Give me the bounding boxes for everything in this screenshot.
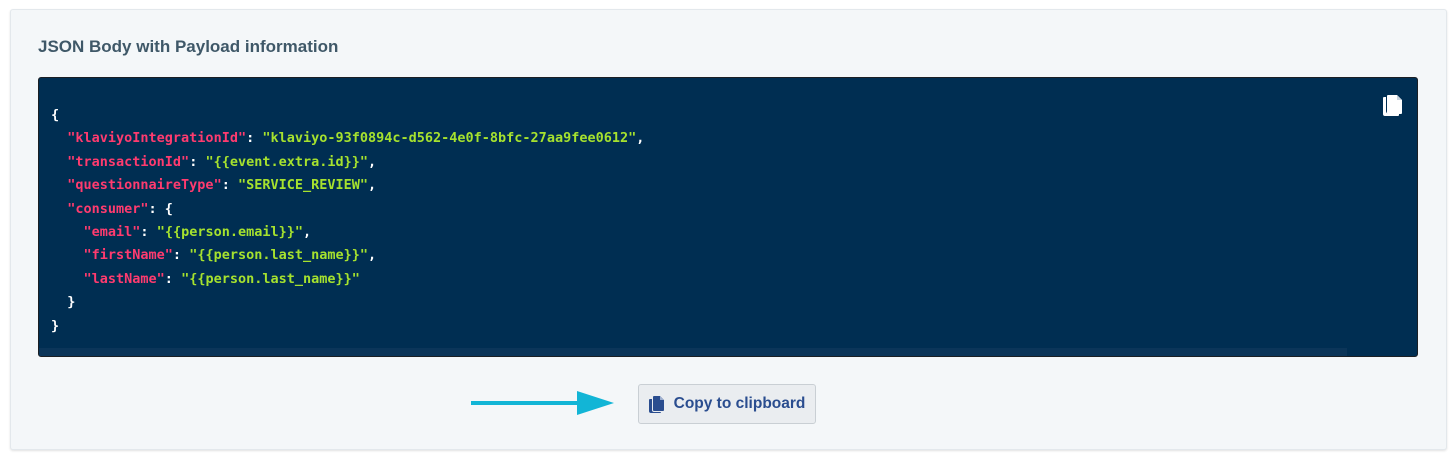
copy-icon [648, 396, 664, 413]
json-key: "lastName" [83, 270, 165, 287]
json-key: "transactionId" [67, 153, 190, 170]
json-value: "klaviyo-93f0894c-d562-4e0f-8bfc-27aa9fe… [262, 130, 637, 147]
payload-panel: JSON Body with Payload information { "kl… [10, 9, 1447, 450]
json-value: "{{event.extra.id}}" [205, 153, 369, 170]
json-key: "firstName" [83, 247, 173, 264]
copy-button-label: Copy to clipboard [673, 395, 806, 412]
copy-icon[interactable] [1381, 92, 1403, 116]
json-key: "email" [83, 224, 141, 241]
json-close-brace: } [51, 317, 60, 334]
json-key: "consumer" [67, 200, 149, 217]
json-open-brace: { [51, 107, 60, 123]
json-key: "questionnaireType" [67, 177, 222, 194]
json-key: "klaviyoIntegrationId" [67, 130, 247, 147]
json-code[interactable]: { "klaviyoIntegrationId": "klaviyo-93f08… [51, 107, 645, 334]
copy-to-clipboard-button[interactable]: Copy to clipboard [638, 384, 816, 424]
json-value: "{{person.email}}" [156, 224, 303, 241]
json-value: "{{person.last_name}}" [189, 247, 368, 264]
json-value: "{{person.last_name}}" [181, 270, 360, 287]
panel-title: JSON Body with Payload information [38, 37, 339, 56]
json-value: "SERVICE_REVIEW" [237, 177, 369, 194]
json-code-block: { "klaviyoIntegrationId": "klaviyo-93f08… [38, 77, 1418, 357]
arrow-right-icon [471, 391, 614, 415]
